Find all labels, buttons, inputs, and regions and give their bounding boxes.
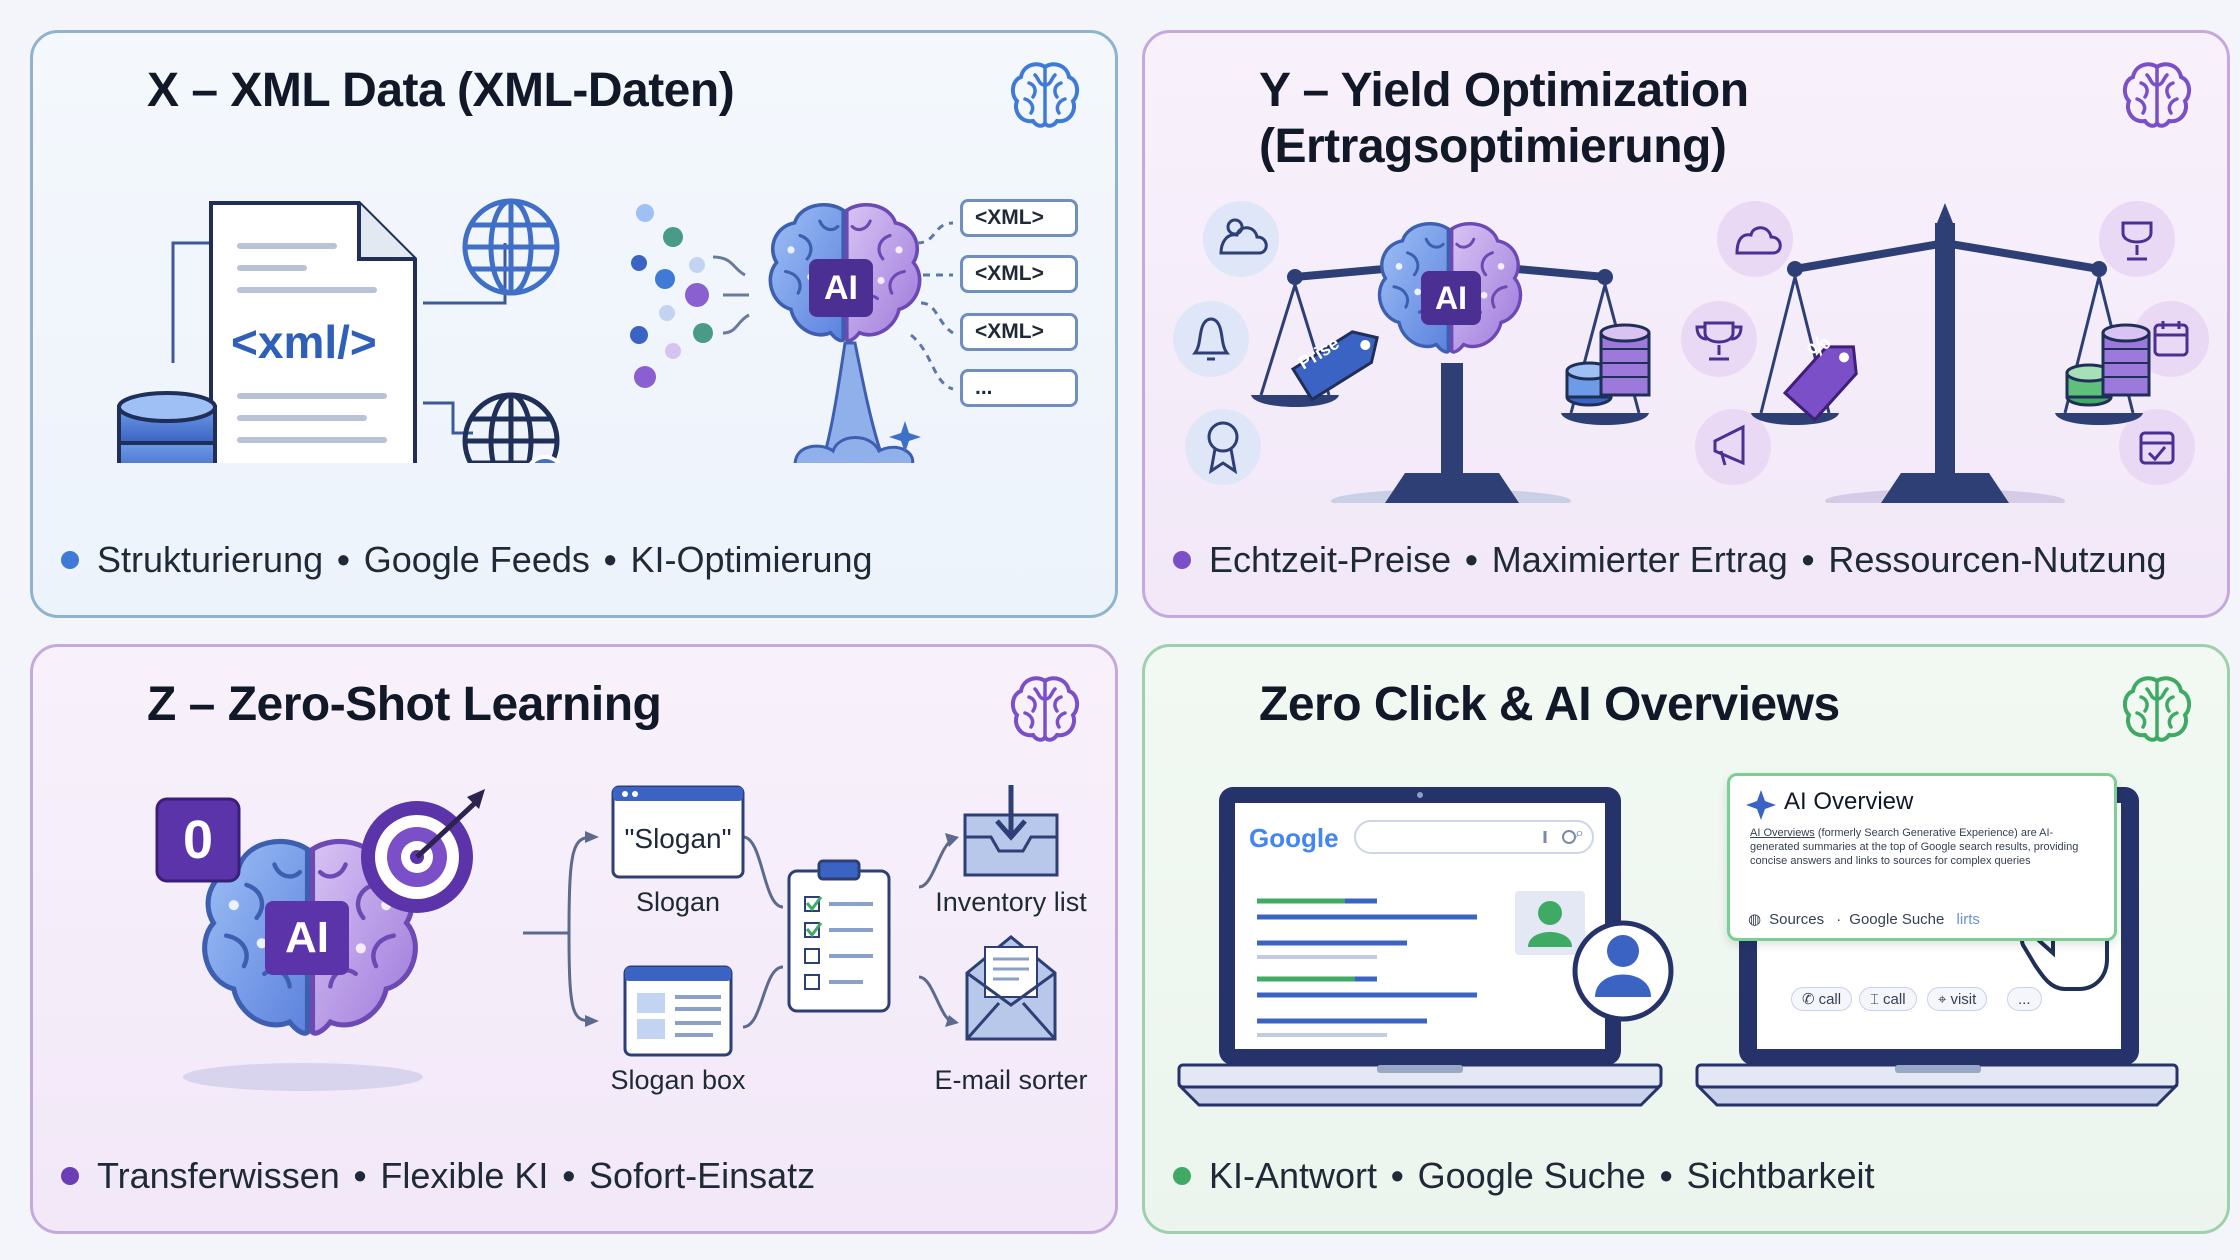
panel-title: Y – Yield Optimization (Ertragsoptimieru… — [1259, 64, 1749, 173]
xml-tag: <XML> — [960, 313, 1078, 351]
feature-tags: KI-Antwort • Google Suche • Sichtbarkeit — [1173, 1155, 1875, 1197]
globe-plus-icon — [462, 392, 561, 463]
tag: Sichtbarkeit — [1686, 1155, 1875, 1196]
panel-zero-click: Zero Click & AI Overviews — [1142, 644, 2230, 1234]
clipboard-icon — [787, 859, 891, 1013]
xml-tag: <XML> — [960, 255, 1078, 293]
tag: Maximierter Ertrag — [1491, 539, 1788, 580]
caption-email: E-mail sorter — [934, 1065, 1088, 1095]
xml-tag: ... — [960, 369, 1078, 407]
tag: Strukturierung — [97, 539, 324, 580]
chip-more[interactable]: ... — [2007, 987, 2042, 1011]
ai-badge: AI — [1421, 271, 1481, 325]
panel-zero-shot-learning: Z – Zero-Shot Learning — [30, 644, 1118, 1234]
panel-yield-optimization: Y – Yield Optimization (Ertragsoptimieru… — [1142, 30, 2230, 618]
sparkle-icon — [889, 421, 921, 453]
trophy-icon — [1681, 301, 1757, 377]
panel-title: Zero Click & AI Overviews — [1259, 678, 1840, 731]
ai-overview-title: AI Overview — [1784, 788, 1914, 815]
envelope-icon — [965, 935, 1057, 1041]
xml-illustration — [117, 198, 954, 463]
slogan-card — [611, 785, 745, 879]
ai-overview-text: AI Overviews (formerly Search Generative… — [1750, 827, 2079, 867]
ai-badge: AI — [265, 901, 349, 975]
bullet — [61, 1167, 79, 1185]
price-tag-icon — [1782, 345, 1858, 422]
megaphone-icon — [1695, 409, 1771, 485]
zero-shot-illustration — [155, 785, 1059, 1091]
feature-tags: Transferwissen • Flexible KI • Sofort-Ei… — [61, 1155, 815, 1197]
ai-badge: AI — [809, 259, 873, 317]
caption-slogan: Slogan — [635, 887, 721, 917]
user-icon — [1572, 920, 1674, 1022]
price-tag-icon — [1290, 330, 1379, 402]
tag: Flexible KI — [380, 1155, 549, 1196]
calendar-icon — [2133, 301, 2209, 377]
tag: Echtzeit-Preise — [1209, 539, 1452, 580]
scale-icon — [1251, 258, 1649, 503]
globe-icon — [462, 198, 560, 296]
document-icon — [209, 201, 417, 463]
zero-label: 0 — [182, 810, 214, 870]
panel-xml-data: X – XML Data (XML-Daten) — [30, 30, 1118, 618]
data-points — [630, 204, 750, 388]
links-link[interactable]: lirts — [1956, 911, 1980, 928]
laptop-icon — [1177, 787, 1663, 1107]
weather-icon — [1203, 201, 1279, 277]
caption-slogan-box: Slogan box — [610, 1065, 746, 1095]
badge-icon — [1185, 409, 1261, 485]
chip-call[interactable]: ⌶call — [1859, 987, 1917, 1011]
caption-inventory: Inventory list — [935, 887, 1087, 917]
feature-tags: Echtzeit-Preise • Maximierter Ertrag • R… — [1173, 539, 2167, 581]
tag: Transferwissen — [97, 1155, 340, 1196]
ai-overview-sources: ◍Sources ·Google Suche lirts — [1748, 911, 1980, 928]
coins-icon — [1565, 323, 1651, 407]
panel-title: X – XML Data (XML-Daten) — [147, 64, 735, 117]
database-icon — [117, 391, 217, 463]
sparkle-icon — [1746, 790, 1776, 820]
zero-badge — [155, 797, 241, 883]
search-icon: ⌕ — [1575, 825, 1584, 842]
panel-title: Z – Zero-Shot Learning — [147, 678, 662, 731]
tag: KI-Optimierung — [630, 539, 873, 580]
target-icon — [361, 789, 485, 913]
ai-overview-card: AI Overview AI Overviews (formerly Searc… — [1727, 773, 2117, 941]
inbox-icon — [963, 785, 1059, 877]
bell-icon — [1173, 301, 1249, 377]
globe-icon: ◍ — [1748, 911, 1762, 928]
tag: Google Suche — [1417, 1155, 1646, 1196]
tag: Ressourcen-Nutzung — [1828, 539, 2167, 580]
feature-tags: Strukturierung • Google Feeds • KI-Optim… — [61, 539, 873, 581]
chip-call[interactable]: ✆call — [1791, 987, 1853, 1011]
trophy-icon — [2099, 201, 2175, 277]
bullet — [61, 551, 79, 569]
tag: KI-Antwort — [1209, 1155, 1378, 1196]
slogan-box-card — [623, 965, 733, 1057]
calendar-icon — [2119, 409, 2195, 485]
tag: Sofort-Einsatz — [589, 1155, 816, 1196]
yield-illustration — [1173, 201, 2209, 503]
coins-icon — [2065, 323, 2151, 407]
bullet — [1173, 551, 1191, 569]
xml-doc-label: <xml/> — [231, 316, 377, 368]
xml-tag: <XML> — [960, 199, 1078, 237]
weather-icon — [1717, 201, 1793, 277]
google-logo: Google — [1249, 823, 1339, 853]
bullet — [1173, 1167, 1191, 1185]
slogan-text: "Slogan" — [624, 823, 732, 854]
tag: Google Feeds — [363, 539, 590, 580]
chip-visit[interactable]: ⌖visit — [1927, 987, 1988, 1011]
